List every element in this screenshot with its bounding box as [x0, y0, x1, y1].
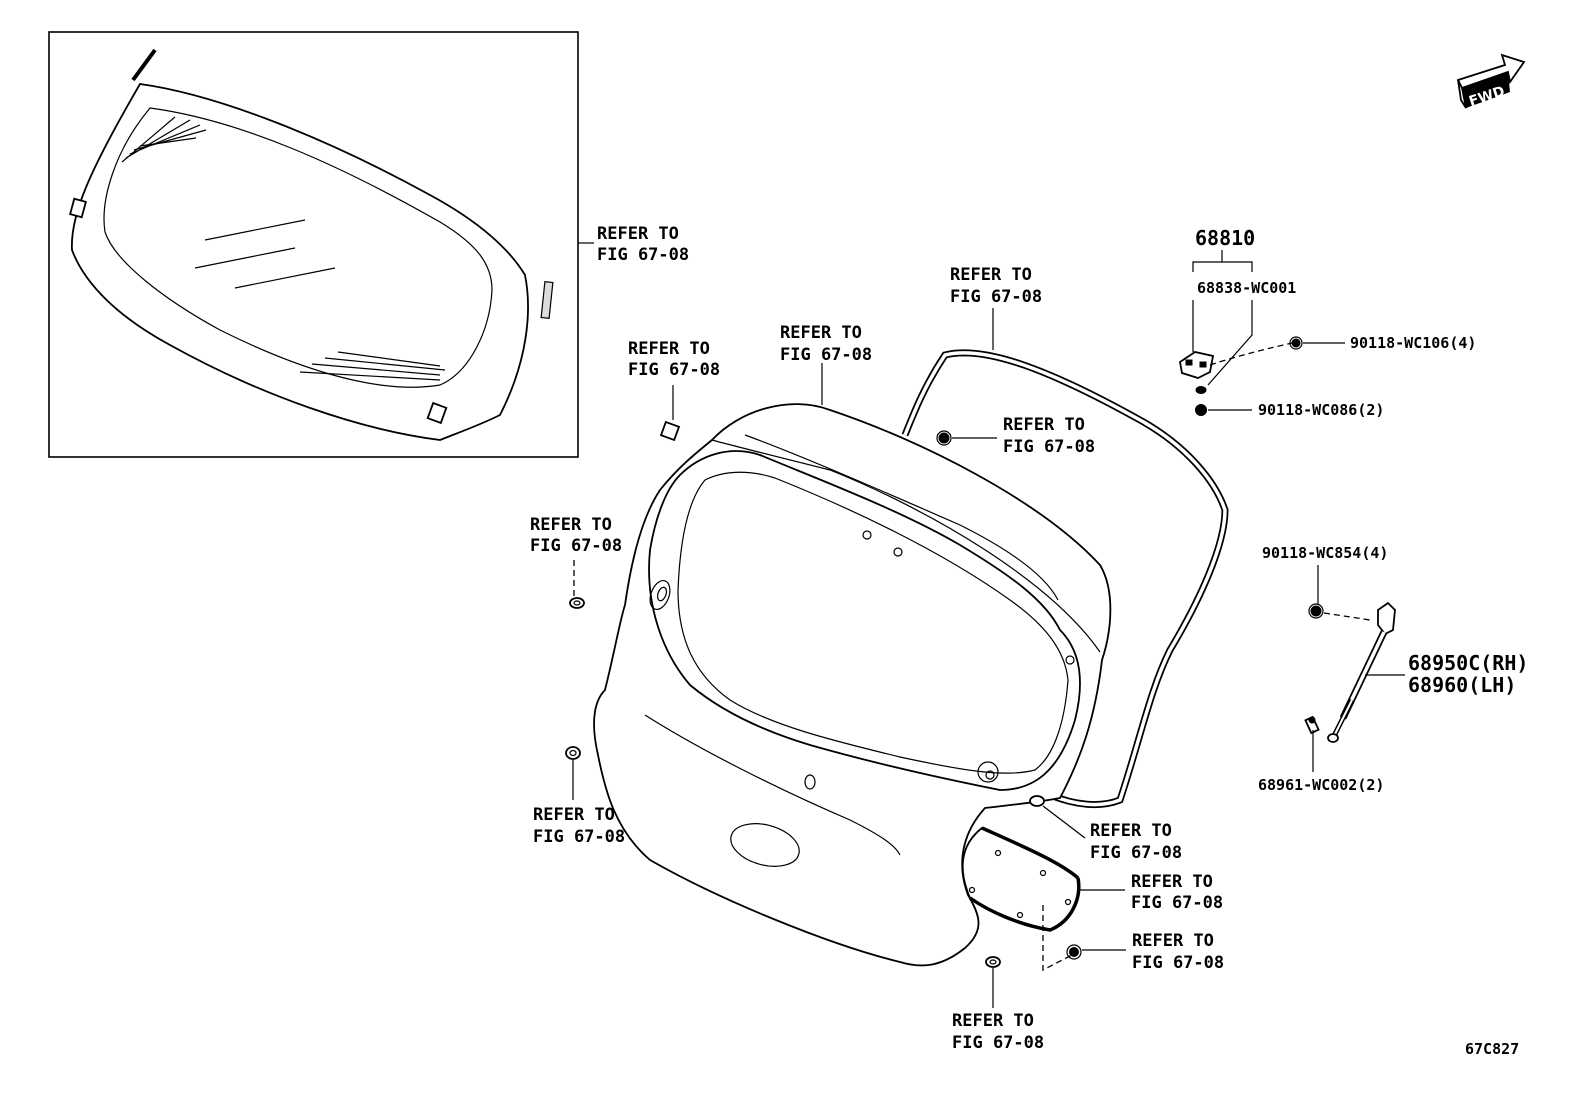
- defogger-lines-bottom: [299, 351, 446, 381]
- leader-hinge-right: [1207, 300, 1253, 386]
- dash-stay-bolt: [1323, 612, 1371, 621]
- pn-90118-wc854: 90118-WC854(4): [1262, 544, 1388, 562]
- cover-clip: [1066, 944, 1082, 960]
- pn-68810: 68810: [1195, 226, 1255, 250]
- hinge-part[interactable]: [1179, 351, 1215, 379]
- ref-cover-clip-line2: FIG 67-08: [1132, 953, 1224, 973]
- back-window-glass[interactable]: [71, 83, 529, 441]
- bolt-90118-wc854: [1308, 603, 1324, 619]
- service-hole-cover[interactable]: [961, 826, 1081, 932]
- dash-cover-clip: [1042, 905, 1073, 972]
- inset-frame: [48, 31, 579, 458]
- washer-90118-wc086: [1195, 386, 1207, 394]
- ref-glass-line2: FIG 67-08: [597, 245, 689, 265]
- dash-hinge-bolt: [1209, 342, 1293, 366]
- defogger-lines-top: [121, 116, 207, 163]
- back-door-weatherstrip[interactable]: [901, 349, 1229, 808]
- ref-grommet-left-upper-line2: FIG 67-08: [530, 536, 622, 556]
- back-door-stay[interactable]: [1327, 601, 1396, 743]
- ref-grommet-right-line2: FIG 67-08: [1090, 843, 1182, 863]
- pn-90118-wc106: 90118-WC106(4): [1350, 334, 1476, 352]
- grommet-left-upper: [569, 597, 585, 609]
- fwd-arrow-icon: FWD: [1456, 53, 1526, 110]
- pn-68950c: 68950C(RH): [1408, 651, 1528, 675]
- grommet-left-lower: [565, 746, 581, 760]
- ref-weatherstrip-line1: REFER TO: [950, 265, 1032, 285]
- ref-nut-upper-line1: REFER TO: [1003, 415, 1085, 435]
- glass-bottom-clip: [426, 401, 448, 425]
- glass-molding-strip: [131, 48, 157, 82]
- bracket-68810: [1192, 261, 1253, 272]
- grommet-bottom: [985, 956, 1001, 968]
- inset-glass-group: REFER TO FIG 67-08: [48, 31, 689, 458]
- ref-cover-clip-line1: REFER TO: [1132, 931, 1214, 951]
- glass-reflection-lines: [194, 219, 336, 289]
- ref-glass-line1: REFER TO: [597, 224, 679, 244]
- ref-grommet-right-line1: REFER TO: [1090, 821, 1172, 841]
- ref-weatherstrip-line2: FIG 67-08: [950, 287, 1042, 307]
- ref-nut-upper-line2: FIG 67-08: [1003, 437, 1095, 457]
- diagram-code: 67C827: [1465, 1040, 1519, 1058]
- ref-grommet-bottom-line2: FIG 67-08: [952, 1033, 1044, 1053]
- pn-68838: 68838-WC001: [1197, 279, 1296, 297]
- pn-68960: 68960(LH): [1408, 673, 1516, 697]
- ref-cover-line1: REFER TO: [1131, 872, 1213, 892]
- nut-upper: [936, 430, 952, 446]
- bolt-90118-wc106: [1289, 336, 1303, 350]
- ref-grommet-bottom-line1: REFER TO: [952, 1011, 1034, 1031]
- pn-68961: 68961-WC002(2): [1258, 776, 1384, 794]
- ref-spoiler-clip-line2: FIG 67-08: [628, 360, 720, 380]
- ref-panel-line2: FIG 67-08: [780, 345, 872, 365]
- ref-grommet-left-lower-line2: FIG 67-08: [533, 827, 625, 847]
- leader-grommet-right: [1042, 805, 1086, 839]
- ref-panel-line1: REFER TO: [780, 323, 862, 343]
- ref-grommet-left-lower-line1: REFER TO: [533, 805, 615, 825]
- ref-cover-line2: FIG 67-08: [1131, 893, 1223, 913]
- glass-side-clip-left: [69, 197, 87, 219]
- glass-side-clip-right: [540, 281, 554, 319]
- spoiler-clip: [659, 420, 681, 442]
- pn-90118-wc086: 90118-WC086(2): [1258, 401, 1384, 419]
- grommet-right: [1029, 795, 1045, 807]
- ref-spoiler-clip-line1: REFER TO: [628, 339, 710, 359]
- ref-grommet-left-upper-line1: REFER TO: [530, 515, 612, 535]
- back-door-panel[interactable]: [593, 403, 1112, 967]
- nut-90118-wc086: [1195, 404, 1207, 416]
- bracket-68961: [1304, 715, 1320, 735]
